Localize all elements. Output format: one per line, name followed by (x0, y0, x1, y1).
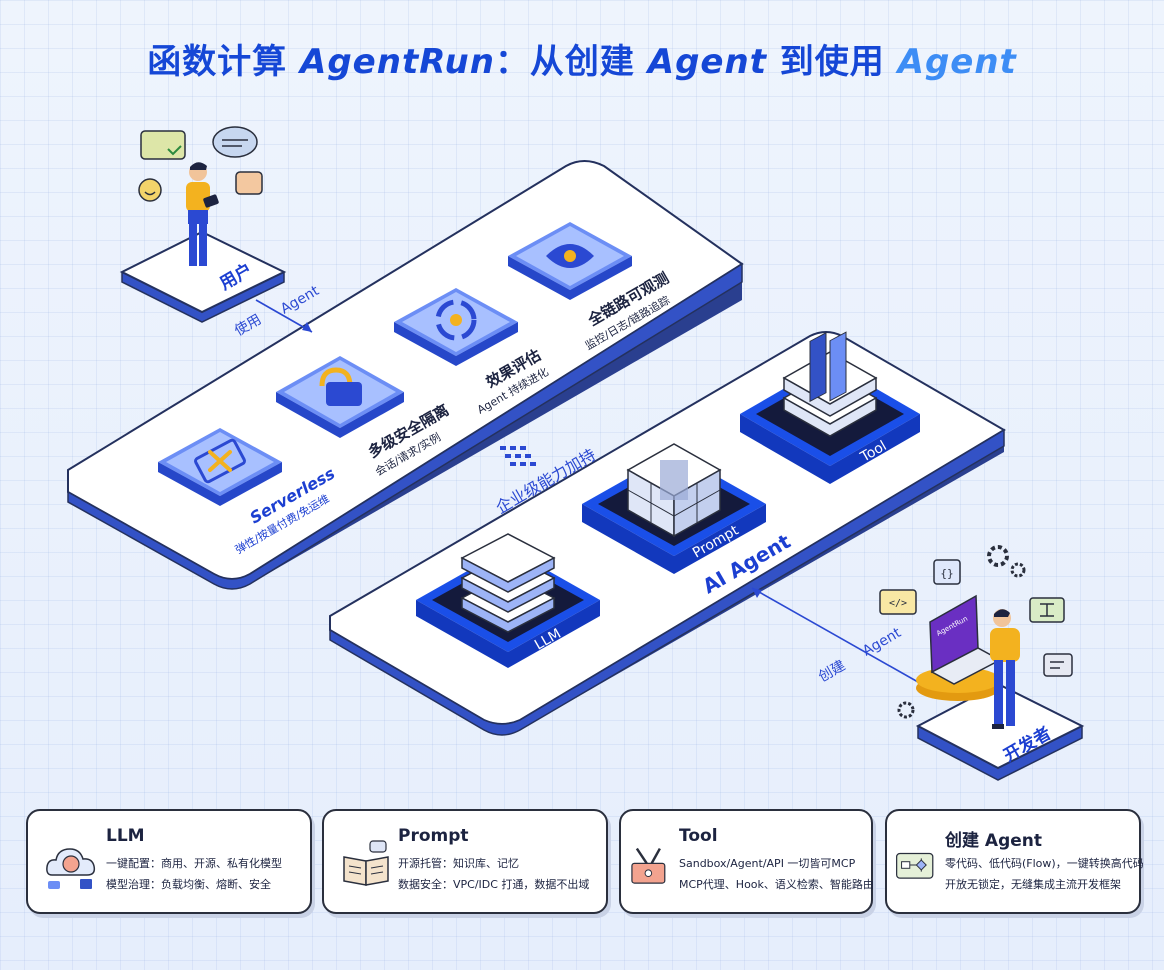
flowchart-icon (1029, 597, 1065, 623)
create-agent-card-line-1: 零代码、低代码(Flow)，一键转换高代码 (945, 857, 1144, 870)
prompt-card-line-2: 数据安全：VPC/IDC 打通，数据不出域 (398, 878, 590, 891)
create-agent-card: 创建 Agent 零代码、低代码(Flow)，一键转换高代码 开放无锁定，无缝集… (885, 809, 1144, 914)
use-arrow-label-use: 使用 (232, 311, 265, 340)
use-arrow (255, 299, 313, 333)
terminal-icon (1043, 653, 1073, 677)
smile-icon (138, 178, 162, 202)
create-arrow-label-agent: Agent (860, 625, 904, 660)
tool-card-line-1: Sandbox/Agent/API 一切皆可MCP (679, 857, 856, 870)
llm-card-title: LLM (106, 826, 145, 846)
chat-check-icon (140, 130, 186, 160)
llm-card-line-2: 模型治理：负载均衡、熔断、安全 (106, 878, 271, 891)
gear-icon (987, 545, 1026, 578)
lock-icon (319, 367, 362, 406)
prompt-cube-icon (626, 443, 722, 538)
prompt-card-title: Prompt (398, 826, 469, 846)
serverless-icon (194, 438, 246, 484)
cloud-brain-icon (46, 848, 96, 889)
cycle-icon (435, 299, 477, 341)
create-arrow-label-create: 创建 (816, 658, 848, 686)
open-book-icon (343, 840, 389, 886)
svg-text:</>: </> (889, 598, 907, 609)
llm-card-line-1: 一键配置：商用、开源、私有化模型 (106, 857, 282, 870)
thumbs-up-icon (235, 171, 263, 195)
llm-server-stack-icon (460, 533, 556, 633)
create-arrow (751, 587, 919, 683)
prompt-card-line-1: 开源托管：知识库、记忆 (398, 857, 519, 870)
tool-card-line-2: MCP代理、Hook、语义检索、智能路由 (679, 878, 874, 891)
use-arrow-label-agent: Agent (278, 283, 322, 318)
toolbox-icon (631, 847, 666, 884)
laptop (929, 594, 1002, 685)
developer-figure (990, 609, 1020, 729)
llm-card: LLM 一键配置：商用、开源、私有化模型 模型治理：负载均衡、熔断、安全 (26, 809, 312, 914)
tool-card-title: Tool (679, 826, 718, 846)
page-title: 函数计算 AgentRun：从创建 Agent 到使用 Agent (147, 42, 1017, 82)
user-pedestal (119, 230, 287, 323)
code-tag-icon: </> (879, 589, 917, 615)
prompt-card: Prompt 开源托管：知识库、记忆 数据安全：VPC/IDC 打通，数据不出域 (322, 809, 608, 914)
svg-text:{}: {} (940, 567, 953, 580)
user-figure (186, 162, 219, 266)
tool-card: Tool Sandbox/Agent/API 一切皆可MCP MCP代理、Hoo… (619, 809, 874, 914)
code-braces-icon: {} (933, 559, 961, 585)
enterprise-pixel-icon (500, 446, 536, 466)
tool-box-icon (782, 331, 878, 437)
create-agent-card-title: 创建 Agent (945, 831, 1043, 851)
eye-icon (546, 244, 594, 268)
chat-bubble-icon (212, 126, 258, 158)
workflow-icon (896, 852, 934, 879)
small-gear-icon (897, 701, 915, 719)
create-agent-card-line-2: 开放无锁定，无缝集成主流开发框架 (945, 878, 1121, 891)
